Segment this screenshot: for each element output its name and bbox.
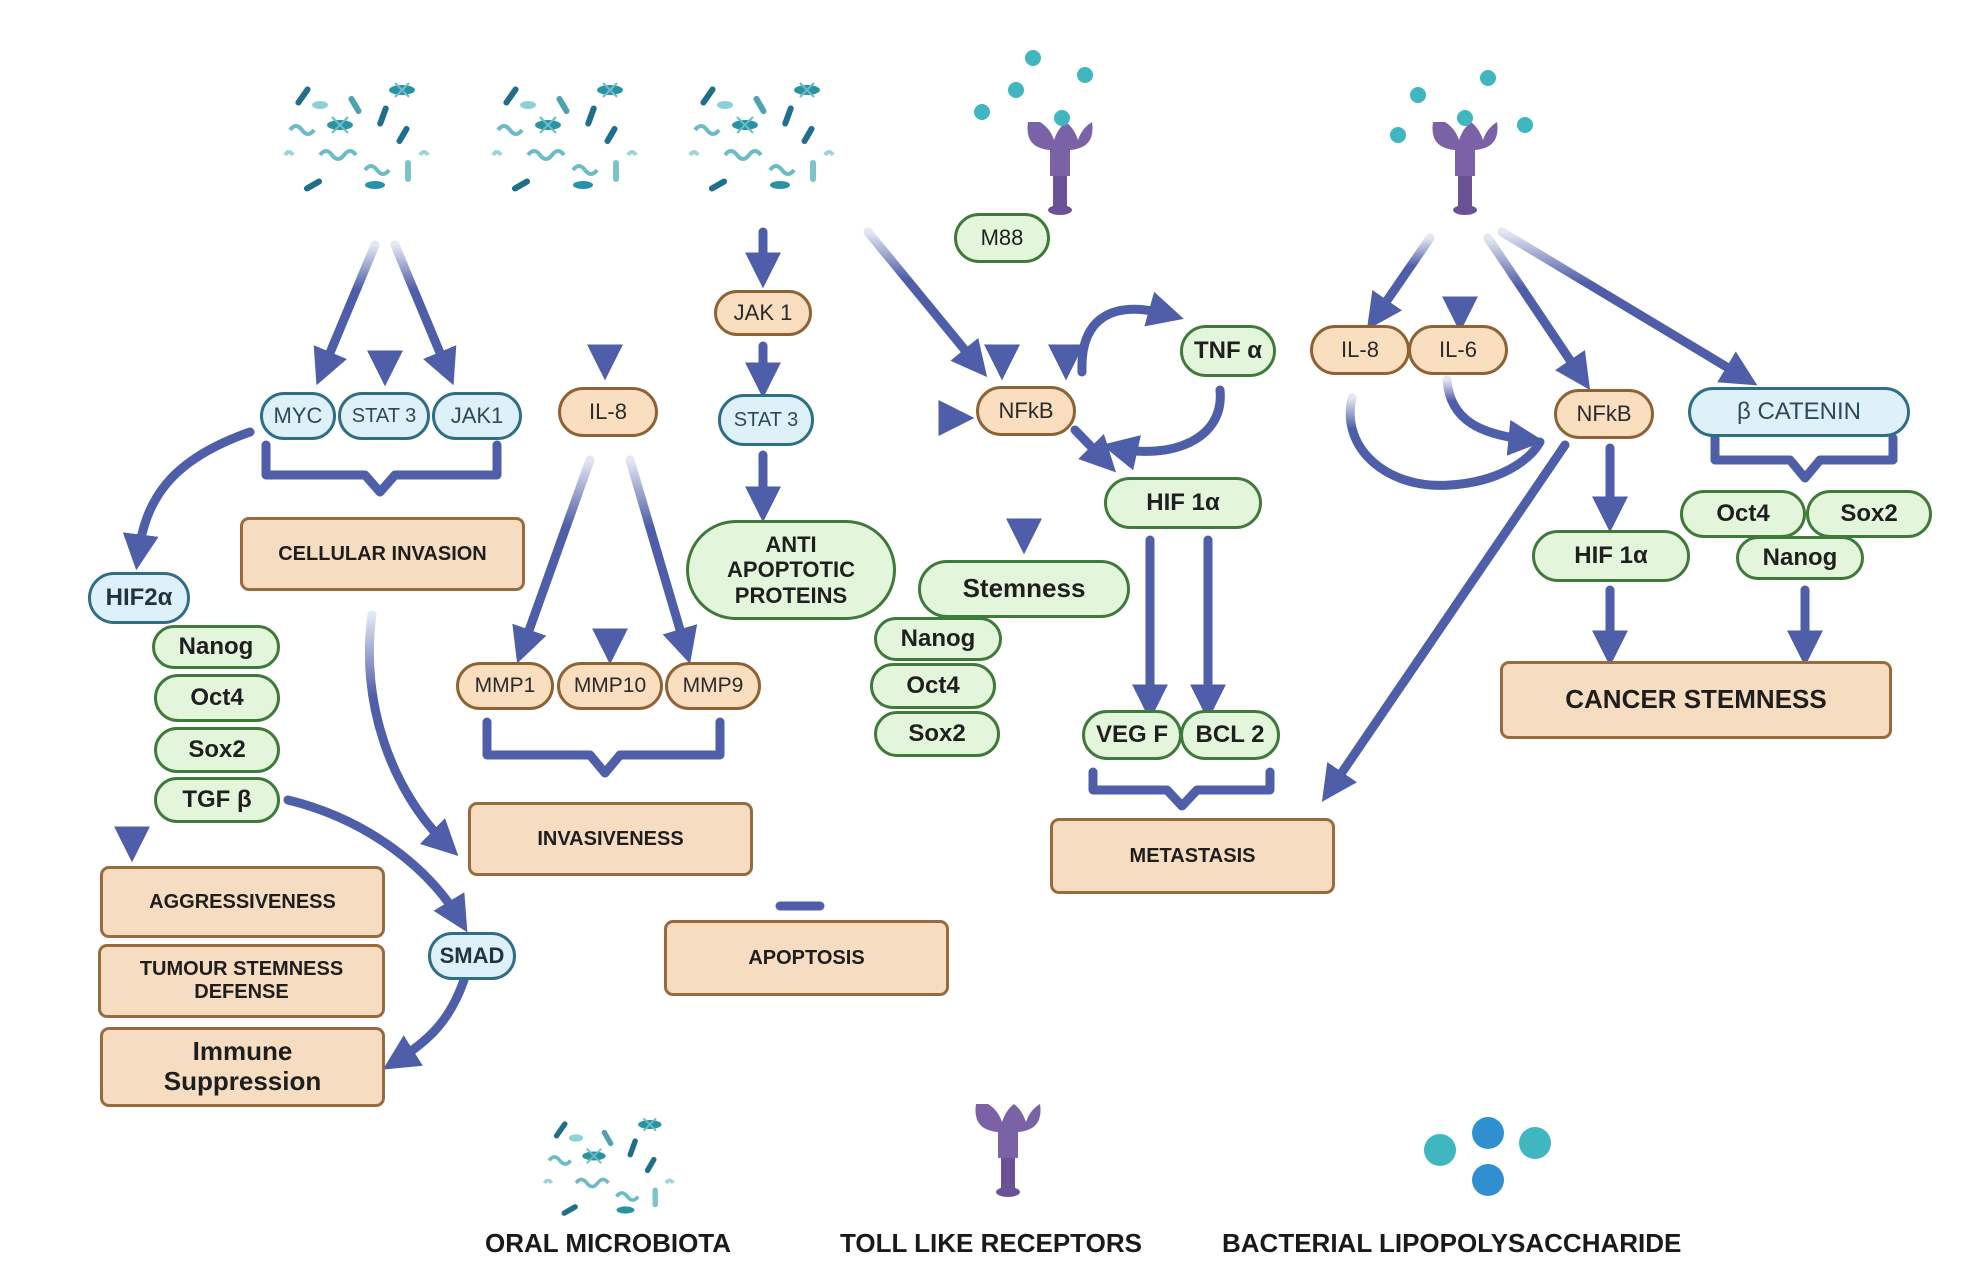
stat3-node-center: STAT 3: [718, 394, 814, 446]
myc-node: MYC: [260, 392, 336, 440]
tnf-alpha-node: TNF α: [1180, 325, 1276, 377]
legend-toll-like-receptors-label: TOLL LIKE RECEPTORS: [840, 1228, 1142, 1258]
m88-node: M88: [954, 213, 1050, 263]
invasiveness-box: INVASIVENESS: [468, 802, 753, 876]
jak1-node-center: JAK 1: [714, 290, 812, 336]
apoptosis-inhibition: [780, 625, 820, 911]
mmp9-node: MMP9: [665, 662, 761, 710]
tgf-beta-node: TGF β: [154, 777, 280, 823]
toll-like-receptor-icon: [1027, 122, 1498, 215]
hif2a-node: HIF2α: [88, 572, 190, 624]
mmp1-node: MMP1: [456, 662, 554, 710]
smad-node: SMAD: [428, 932, 516, 980]
oct4-node-center: Oct4: [870, 663, 996, 709]
apoptosis-box: APOPTOSIS: [664, 920, 949, 996]
stat3-node: STAT 3: [338, 392, 430, 440]
stemness-node: Stemness: [918, 560, 1130, 618]
bacterial-lipopolysaccharide-icon: [974, 50, 1533, 143]
anti-apoptotic-proteins-node: ANTI APOPTOTIC PROTEINS: [686, 520, 896, 620]
bcl2-node: BCL 2: [1180, 710, 1280, 760]
vegf-node: VEG F: [1082, 710, 1182, 760]
tumour-stemness-defense-box: TUMOUR STEMNESS DEFENSE: [98, 944, 385, 1018]
hif1a-node-right: HIF 1α: [1532, 530, 1690, 582]
mmp10-node: MMP10: [557, 662, 663, 710]
sox2-node: Sox2: [154, 727, 280, 773]
aggressiveness-box: AGGRESSIVENESS: [100, 866, 385, 938]
nanog-node: Nanog: [152, 625, 280, 669]
il6-node: IL-6: [1408, 325, 1508, 375]
il8-node-left: IL-8: [558, 387, 658, 437]
immune-suppression-box: Immune Suppression: [100, 1027, 385, 1107]
oct4-node-right: Oct4: [1680, 490, 1806, 538]
il8-node-right: IL-8: [1310, 325, 1410, 375]
beta-catenin-node: β CATENIN: [1688, 387, 1910, 437]
legend-oral-microbiota-label: ORAL MICROBIOTA: [485, 1228, 732, 1258]
oct4-node: Oct4: [154, 674, 280, 722]
nanog-node-right: Nanog: [1736, 536, 1864, 580]
nfkb-node-right: NFkB: [1554, 389, 1654, 439]
jak1-node: JAK1: [432, 392, 522, 440]
legend-bacterial-lps-label: BACTERIAL LIPOPOLYSACCHARIDE: [1222, 1228, 1682, 1258]
nanog-node-center: Nanog: [874, 617, 1002, 661]
cellular-invasion-box: CELLULAR INVASION: [240, 517, 525, 591]
pathway-arrows: [114, 225, 1898, 1070]
hif1a-node-center: HIF 1α: [1104, 477, 1262, 529]
sox2-node-center: Sox2: [874, 711, 1000, 757]
sox2-node-right: Sox2: [1806, 490, 1932, 538]
cancer-stemness-box: CANCER STEMNESS: [1500, 661, 1892, 739]
oral-microbiota-icon: [283, 81, 835, 195]
nfkb-node-center: NFkB: [976, 386, 1076, 436]
metastasis-box: METASTASIS: [1050, 818, 1335, 894]
